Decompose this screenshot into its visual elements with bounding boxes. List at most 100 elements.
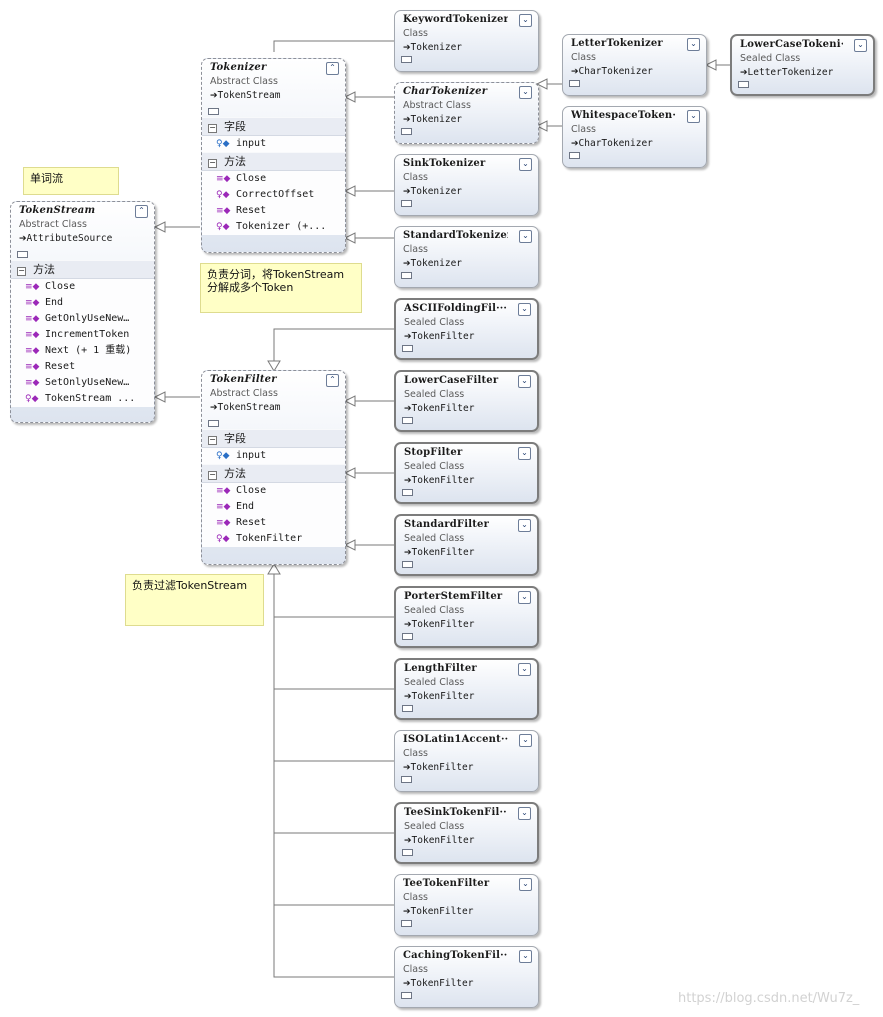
expand-icon[interactable]: ⌄ (518, 519, 531, 532)
member-method[interactable]: ≡◆IncrementToken (11, 327, 154, 343)
expand-icon[interactable]: ⌄ (519, 158, 532, 171)
expand-icon[interactable]: ⌄ (519, 230, 532, 243)
member-method[interactable]: ≡◆SetOnlyUseNew… (11, 375, 154, 391)
method-icon: ≡◆ (216, 174, 231, 184)
section-methods[interactable]: −方法 (11, 260, 154, 279)
class-isolatin1accentfilter[interactable]: ISOLatin1Accent···Class➔TokenFilter⌄ (394, 730, 539, 792)
expand-icon[interactable]: ⌄ (518, 591, 531, 604)
collapse-minus-icon: − (208, 158, 217, 168)
expand-icon[interactable]: ⌄ (519, 86, 532, 99)
method-icon: ≡◆ (216, 486, 231, 496)
class-lowercasetokenizer[interactable]: LowerCaseTokeni···Sealed Class➔LetterTok… (730, 34, 875, 96)
member-method[interactable]: ≡◆Close (202, 483, 345, 499)
member-method[interactable]: ≡◆Reset (11, 359, 154, 375)
class-cachingtokenfilter[interactable]: CachingTokenFil···Class➔TokenFilter⌄ (394, 946, 539, 1008)
collapse-minus-icon: − (17, 266, 26, 276)
watermark: https://blog.csdn.net/Wu7z_ (678, 991, 860, 1006)
class-tokenstream[interactable]: TokenStream Abstract Class ➔AttributeSou… (10, 201, 155, 423)
class-name: TokenStream (19, 205, 96, 216)
member-method[interactable]: ♀◆Tokenizer (+... (202, 219, 345, 235)
class-icon (402, 489, 413, 496)
member-method[interactable]: ≡◆Close (202, 171, 345, 187)
class-teesinktokenfilter[interactable]: TeeSinkTokenFil···Sealed Class➔TokenFilt… (394, 802, 539, 864)
inherit-arrow-icon: ➔ (404, 620, 412, 630)
class-name: SinkTokenizer (403, 158, 486, 169)
collapse-icon[interactable]: ⌃ (326, 374, 339, 387)
section-fields[interactable]: −字段 (202, 429, 345, 448)
class-icon (401, 56, 412, 63)
class-tokenizer[interactable]: Tokenizer Abstract Class ➔TokenStream ⌃ … (201, 58, 346, 253)
member-method[interactable]: ≡◆Next (+ 1 重载) (11, 343, 154, 359)
inherit-arrow-icon: ➔ (403, 187, 411, 197)
member-method[interactable]: ≡◆End (202, 499, 345, 515)
member-method[interactable]: ≡◆Reset (202, 515, 345, 531)
expand-icon[interactable]: ⌄ (519, 950, 532, 963)
inherit-arrow-icon: ➔ (404, 548, 412, 558)
expand-icon[interactable]: ⌄ (518, 447, 531, 460)
member-field[interactable]: ♀◆input (202, 448, 345, 464)
inherit-arrow-icon: ➔ (403, 115, 411, 125)
inherit-arrow-icon: ➔ (403, 259, 411, 269)
collapse-icon[interactable]: ⌃ (326, 62, 339, 75)
class-name: StopFilter (404, 447, 463, 458)
note-word-stream: 单词流 (23, 167, 119, 195)
class-icon (401, 776, 412, 783)
expand-icon[interactable]: ⌄ (687, 110, 700, 123)
class-icon (401, 200, 412, 207)
inherit-arrow-icon: ➔ (403, 907, 411, 917)
expand-icon[interactable]: ⌄ (519, 734, 532, 747)
inherit-arrow-icon: ➔ (403, 979, 411, 989)
expand-icon[interactable]: ⌄ (518, 807, 531, 820)
class-icon (738, 81, 749, 88)
class-name: ASCIIFoldingFil··· (404, 303, 507, 314)
class-icon (402, 345, 413, 352)
expand-icon[interactable]: ⌄ (854, 39, 867, 52)
expand-icon[interactable]: ⌄ (519, 878, 532, 891)
method-icon: ≡◆ (25, 282, 40, 292)
class-whitespacetokenizer[interactable]: WhitespaceToken···Class➔CharTokenizer⌄ (562, 106, 707, 168)
collapse-icon[interactable]: ⌃ (135, 205, 148, 218)
field-icon: ♀◆ (216, 451, 230, 461)
section-methods[interactable]: −方法 (202, 464, 345, 483)
method-icon: ≡◆ (216, 502, 231, 512)
member-method[interactable]: ≡◆End (11, 295, 154, 311)
class-tokenfilter[interactable]: TokenFilter Abstract Class ➔TokenStream … (201, 370, 346, 565)
method-icon: ≡◆ (25, 378, 40, 388)
section-methods[interactable]: −方法 (202, 152, 345, 171)
expand-icon[interactable]: ⌄ (518, 663, 531, 676)
member-method[interactable]: ≡◆GetOnlyUseNew… (11, 311, 154, 327)
class-asciifoldingfilter[interactable]: ASCIIFoldingFil···Sealed Class➔TokenFilt… (394, 298, 539, 360)
member-method[interactable]: ≡◆Reset (202, 203, 345, 219)
member-field[interactable]: ♀◆input (202, 136, 345, 152)
member-method[interactable]: ≡◆Close (11, 279, 154, 295)
method-icon: ♀◆ (25, 394, 39, 404)
class-name: Tokenizer (210, 62, 267, 73)
class-name: LetterTokenizer (571, 38, 663, 49)
class-icon (569, 80, 580, 87)
section-fields[interactable]: −字段 (202, 117, 345, 136)
inherit-arrow-icon: ➔ (403, 763, 411, 773)
expand-icon[interactable]: ⌄ (518, 303, 531, 316)
expand-icon[interactable]: ⌄ (519, 14, 532, 27)
method-icon: ≡◆ (25, 362, 40, 372)
note-tokenizer: 负责分词，将TokenStream分解成多个Token (200, 263, 362, 313)
expand-icon[interactable]: ⌄ (687, 38, 700, 51)
class-name: LengthFilter (404, 663, 477, 674)
member-method[interactable]: ♀◆TokenFilter (202, 531, 345, 547)
member-method[interactable]: ♀◆CorrectOffset (202, 187, 345, 203)
inherit-arrow-icon: ➔ (19, 234, 27, 244)
expand-icon[interactable]: ⌄ (518, 375, 531, 388)
member-method[interactable]: ♀◆TokenStream ... (11, 391, 154, 407)
note-tokenfilter: 负责过滤TokenStream (125, 574, 264, 626)
